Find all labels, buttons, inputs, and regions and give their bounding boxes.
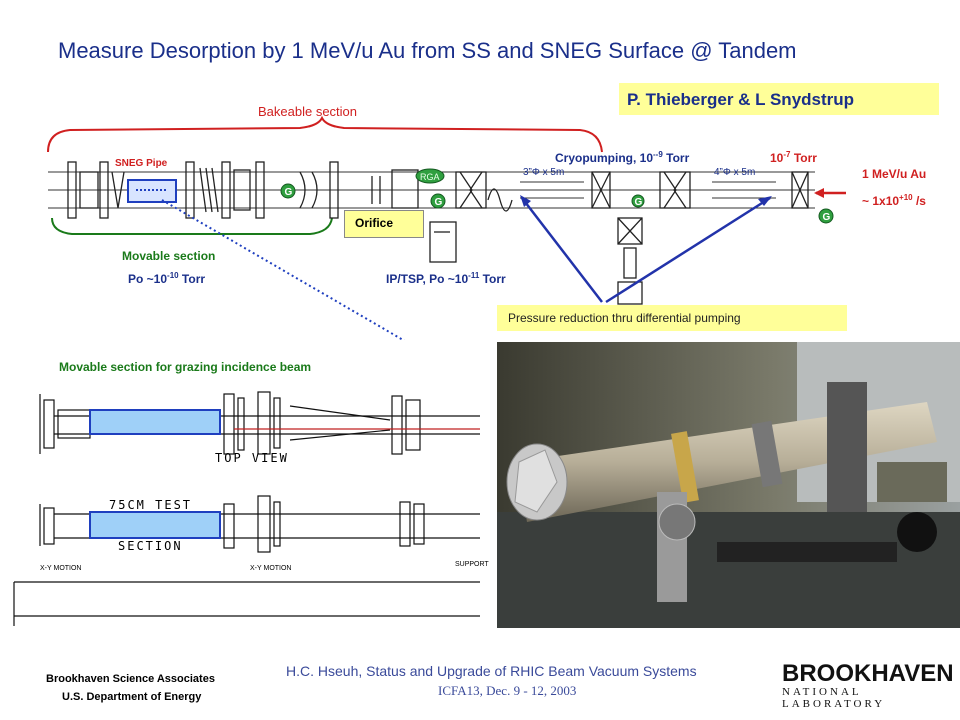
- pipe3-label: 3”Φ x 5m: [523, 167, 565, 178]
- orifice-box: Orifice: [344, 210, 424, 238]
- gauge-icon: [818, 208, 834, 224]
- top-view-label: TOP VIEW: [215, 451, 289, 465]
- support-label: SUPPORT: [455, 561, 489, 568]
- brookhaven-logo: BROOKHAVEN NATIONAL LABORATORY: [782, 660, 960, 710]
- test-section-label-2: SECTION: [118, 539, 183, 553]
- gauge-icon: [430, 193, 446, 209]
- cryo-label: Cryopumping, 10--9 Torr: [555, 150, 690, 165]
- author-highlight: [619, 83, 939, 115]
- orifice-label: Orifice: [355, 216, 394, 230]
- svg-text:G: G: [435, 197, 443, 208]
- logo-main: BROOKHAVEN: [782, 660, 954, 687]
- bakeable-label: Bakeable section: [258, 104, 358, 119]
- test-section-label-1: 75CM TEST: [109, 498, 193, 512]
- beam-energy-label: 1 MeV/u Au: [862, 167, 927, 181]
- svg-text:RGA: RGA: [420, 172, 440, 182]
- sneg-pipe-label: SNEG Pipe: [115, 158, 168, 169]
- rga-icon: [415, 168, 445, 184]
- svg-text:G: G: [635, 197, 643, 208]
- ip-tsp-label: IP/TSP, Po ~10-11 Torr: [386, 271, 506, 286]
- beamline-diagram: G G G G RGA: [47, 115, 846, 340]
- grazing-test-section-side: [89, 511, 221, 539]
- grazing-title: Movable section for grazing incidence be…: [59, 360, 312, 374]
- link-line: [161, 199, 406, 340]
- slide-title: Measure Desorption by 1 MeV/u Au from SS…: [58, 38, 797, 63]
- gauge-icon: [280, 183, 296, 199]
- org-name: Brookhaven Science Associates: [46, 673, 215, 685]
- org-department: U.S. Department of Energy: [62, 691, 202, 703]
- xy-motion-label-2: X-Y MOTION: [250, 565, 292, 572]
- pressure-reduction-box: Pressure reduction thru differential pum…: [497, 305, 847, 331]
- talk-title: H.C. Hseuh, Status and Upgrade of RHIC B…: [286, 663, 697, 679]
- pipe4-label: 4”Φ x 5m: [714, 167, 756, 178]
- beamline-components: [67, 161, 809, 305]
- grazing-test-section-top: [89, 409, 221, 435]
- beam-rate-label: ~ 1x10+10 /s: [862, 193, 926, 208]
- engineering-drawing: [13, 391, 480, 626]
- svg-text:G: G: [823, 212, 831, 223]
- logo-sub: NATIONAL LABORATORY: [782, 686, 886, 710]
- xy-motion-label-1: X-Y MOTION: [40, 565, 82, 572]
- conference-label: ICFA13, Dec. 9 - 12, 2003: [438, 683, 577, 698]
- author-label: P. Thieberger & L Snydstrup: [627, 90, 855, 109]
- lab-photo: [497, 342, 960, 628]
- movable-label: Movable section: [122, 249, 216, 263]
- svg-text:G: G: [285, 187, 293, 198]
- bakeable-brace: [47, 115, 603, 153]
- pressure-reduction-label: Pressure reduction thru differential pum…: [508, 311, 741, 325]
- gauge-icon: [631, 194, 645, 208]
- movable-brace: [51, 217, 333, 235]
- torr7-label: 10-7 Torr: [770, 150, 817, 165]
- po-left-label: Po ~10-10 Torr: [128, 271, 206, 286]
